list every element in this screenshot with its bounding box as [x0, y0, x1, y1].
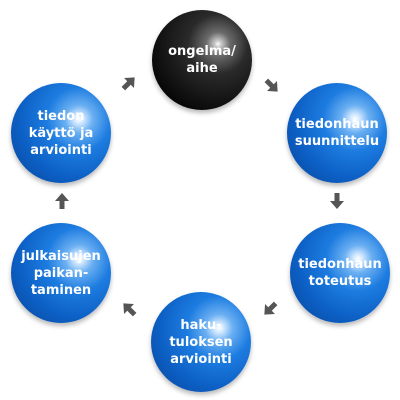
node-publication-locating: julkaisujen paikan- taminen	[11, 223, 111, 323]
arrow-3-to-4	[264, 301, 278, 315]
node-publication-locating-label: julkaisujen paikan- taminen	[21, 248, 101, 298]
node-results-evaluation: haku- tuloksen arviointi	[151, 292, 251, 392]
arrow-6-to-1	[121, 77, 135, 91]
arrow-5-to-6	[55, 193, 69, 209]
node-results-evaluation-label: haku- tuloksen arviointi	[169, 317, 233, 367]
node-search-planning-label: tiedonhaun suunnittelu	[294, 117, 380, 149]
node-information-use: tiedon käyttö ja arviointi	[11, 83, 111, 183]
arrow-2-to-3	[330, 193, 344, 209]
arrow-4-to-5	[123, 303, 137, 317]
node-problem-topic-label: ongelma/ aihe	[168, 44, 236, 76]
node-problem-topic: ongelma/ aihe	[152, 10, 252, 110]
arrow-1-to-2	[264, 78, 278, 92]
node-search-planning: tiedonhaun suunnittelu	[287, 83, 387, 183]
node-information-use-label: tiedon käyttö ja arviointi	[28, 108, 94, 158]
node-search-execution-label: tiedonhaun toteutus	[298, 257, 382, 289]
node-search-execution: tiedonhaun toteutus	[290, 223, 390, 323]
